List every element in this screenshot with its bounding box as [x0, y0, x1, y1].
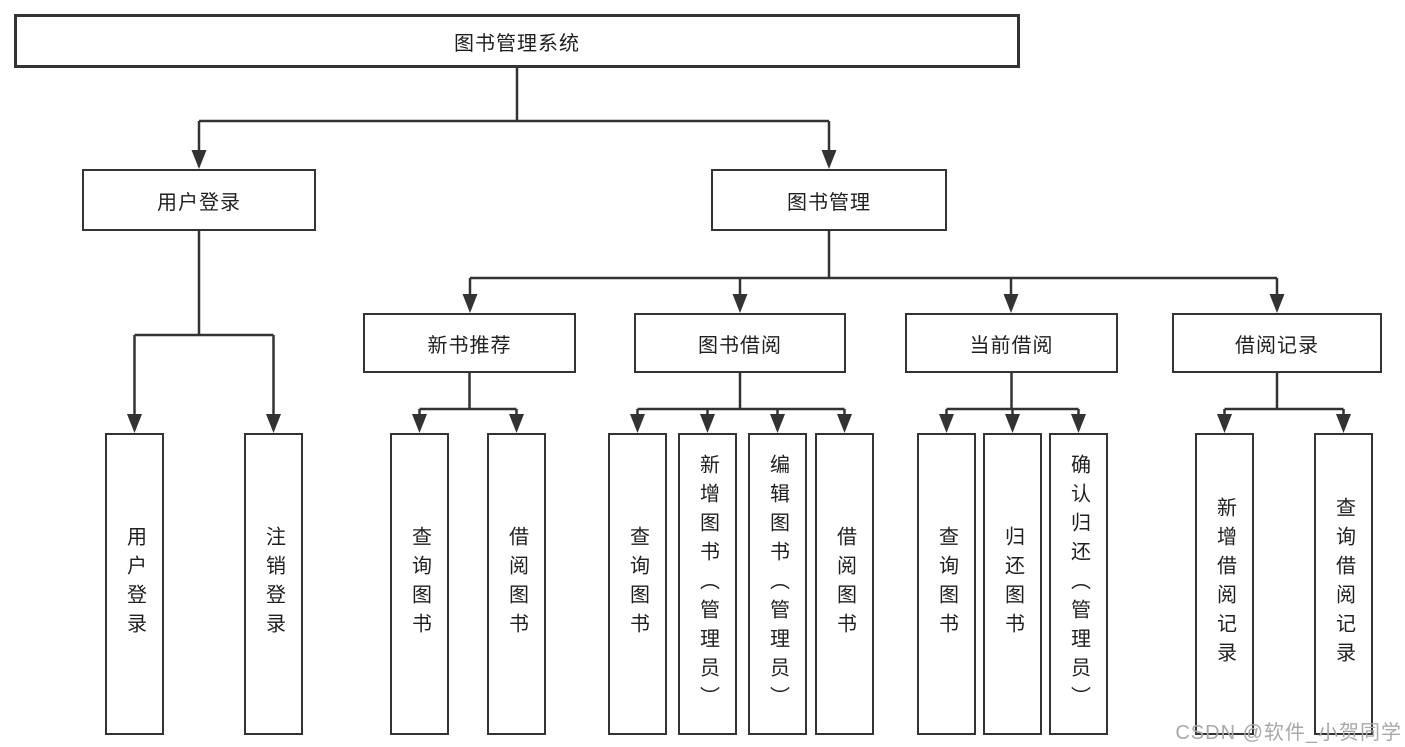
node-label: 图书借阅	[698, 334, 782, 357]
arrowhead-icon	[732, 294, 748, 313]
leaf-label: 编辑图书（管理员）	[766, 453, 789, 715]
leaf-user-login: 用户登录	[105, 433, 164, 735]
leaf-query-books-current: 查询图书	[917, 433, 976, 735]
node-library-management-system: 图书管理系统	[14, 14, 1020, 68]
arrowhead-icon	[462, 294, 478, 313]
leaf-label: 查询图书	[626, 526, 649, 642]
node-label: 当前借阅	[969, 334, 1054, 357]
node-user-login: 用户登录	[82, 169, 316, 231]
leaf-label: 借阅图书	[833, 526, 856, 642]
connectors-book-borrow-group	[630, 373, 852, 433]
leaf-label: 借阅图书	[505, 526, 528, 642]
connectors-user-login-group	[127, 231, 281, 433]
leaf-label: 新增图书（管理员）	[696, 453, 719, 715]
connectors-level3	[462, 231, 1285, 313]
node-label: 借阅记录	[1235, 334, 1319, 357]
connectors-current-borrow-group	[939, 373, 1086, 433]
leaf-borrow-books-recommend: 借阅图书	[487, 433, 546, 735]
arrowhead-icon	[630, 414, 645, 433]
leaf-edit-books-admin: 编辑图书（管理员）	[748, 433, 807, 735]
csdn-watermark: CSDN @软件_小贺同学	[1175, 722, 1402, 744]
leaf-borrow-books: 借阅图书	[815, 433, 874, 735]
leaf-add-books-admin: 新增图书（管理员）	[678, 433, 737, 735]
node-label: 新书推荐	[427, 334, 512, 357]
arrowhead-icon	[939, 414, 954, 433]
leaf-label: 查询图书	[408, 526, 431, 642]
leaf-return-books: 归还图书	[983, 433, 1042, 735]
connectors-new-book-group	[412, 373, 524, 433]
leaf-query-books-borrow: 查询图书	[608, 433, 667, 735]
arrowhead-icon	[1005, 414, 1020, 433]
connectors-borrow-records-group	[1217, 373, 1351, 433]
arrowhead-icon	[1336, 414, 1351, 433]
arrowhead-icon	[1003, 294, 1019, 313]
node-new-book-recommend: 新书推荐	[363, 313, 576, 373]
leaf-label: 确认归还（管理员）	[1067, 453, 1090, 715]
leaf-add-borrow-record: 新增借阅记录	[1195, 433, 1254, 735]
node-book-borrow: 图书借阅	[634, 313, 846, 373]
arrowhead-icon	[1071, 414, 1086, 433]
arrowhead-icon	[821, 150, 837, 169]
leaf-label: 新增借阅记录	[1213, 497, 1236, 671]
arrowhead-icon	[1217, 414, 1232, 433]
leaf-label: 用户登录	[123, 526, 146, 642]
leaf-label: 归还图书	[1001, 526, 1024, 642]
arrowhead-icon	[837, 414, 852, 433]
leaf-label: 注销登录	[262, 526, 285, 642]
leaf-label: 查询图书	[935, 526, 958, 642]
arrowhead-icon	[266, 414, 281, 433]
arrowhead-icon	[191, 150, 207, 169]
node-current-borrow: 当前借阅	[905, 313, 1118, 373]
arrowhead-icon	[770, 414, 785, 433]
arrowhead-icon	[1269, 294, 1285, 313]
leaf-query-borrow-record: 查询借阅记录	[1314, 433, 1373, 735]
connectors-level2	[191, 68, 837, 169]
leaf-logout: 注销登录	[244, 433, 303, 735]
arrowhead-icon	[127, 414, 142, 433]
node-label: 用户登录	[157, 191, 241, 214]
node-label: 图书管理系统	[454, 32, 580, 55]
arrowhead-icon	[412, 414, 427, 433]
node-borrow-records: 借阅记录	[1172, 313, 1382, 373]
node-book-management: 图书管理	[711, 169, 947, 231]
leaf-confirm-return-admin: 确认归还（管理员）	[1049, 433, 1108, 735]
arrowhead-icon	[700, 414, 715, 433]
leaf-label: 查询借阅记录	[1332, 497, 1355, 671]
arrowhead-icon	[509, 414, 524, 433]
node-label: 图书管理	[787, 191, 871, 214]
leaf-query-books-recommend: 查询图书	[390, 433, 449, 735]
